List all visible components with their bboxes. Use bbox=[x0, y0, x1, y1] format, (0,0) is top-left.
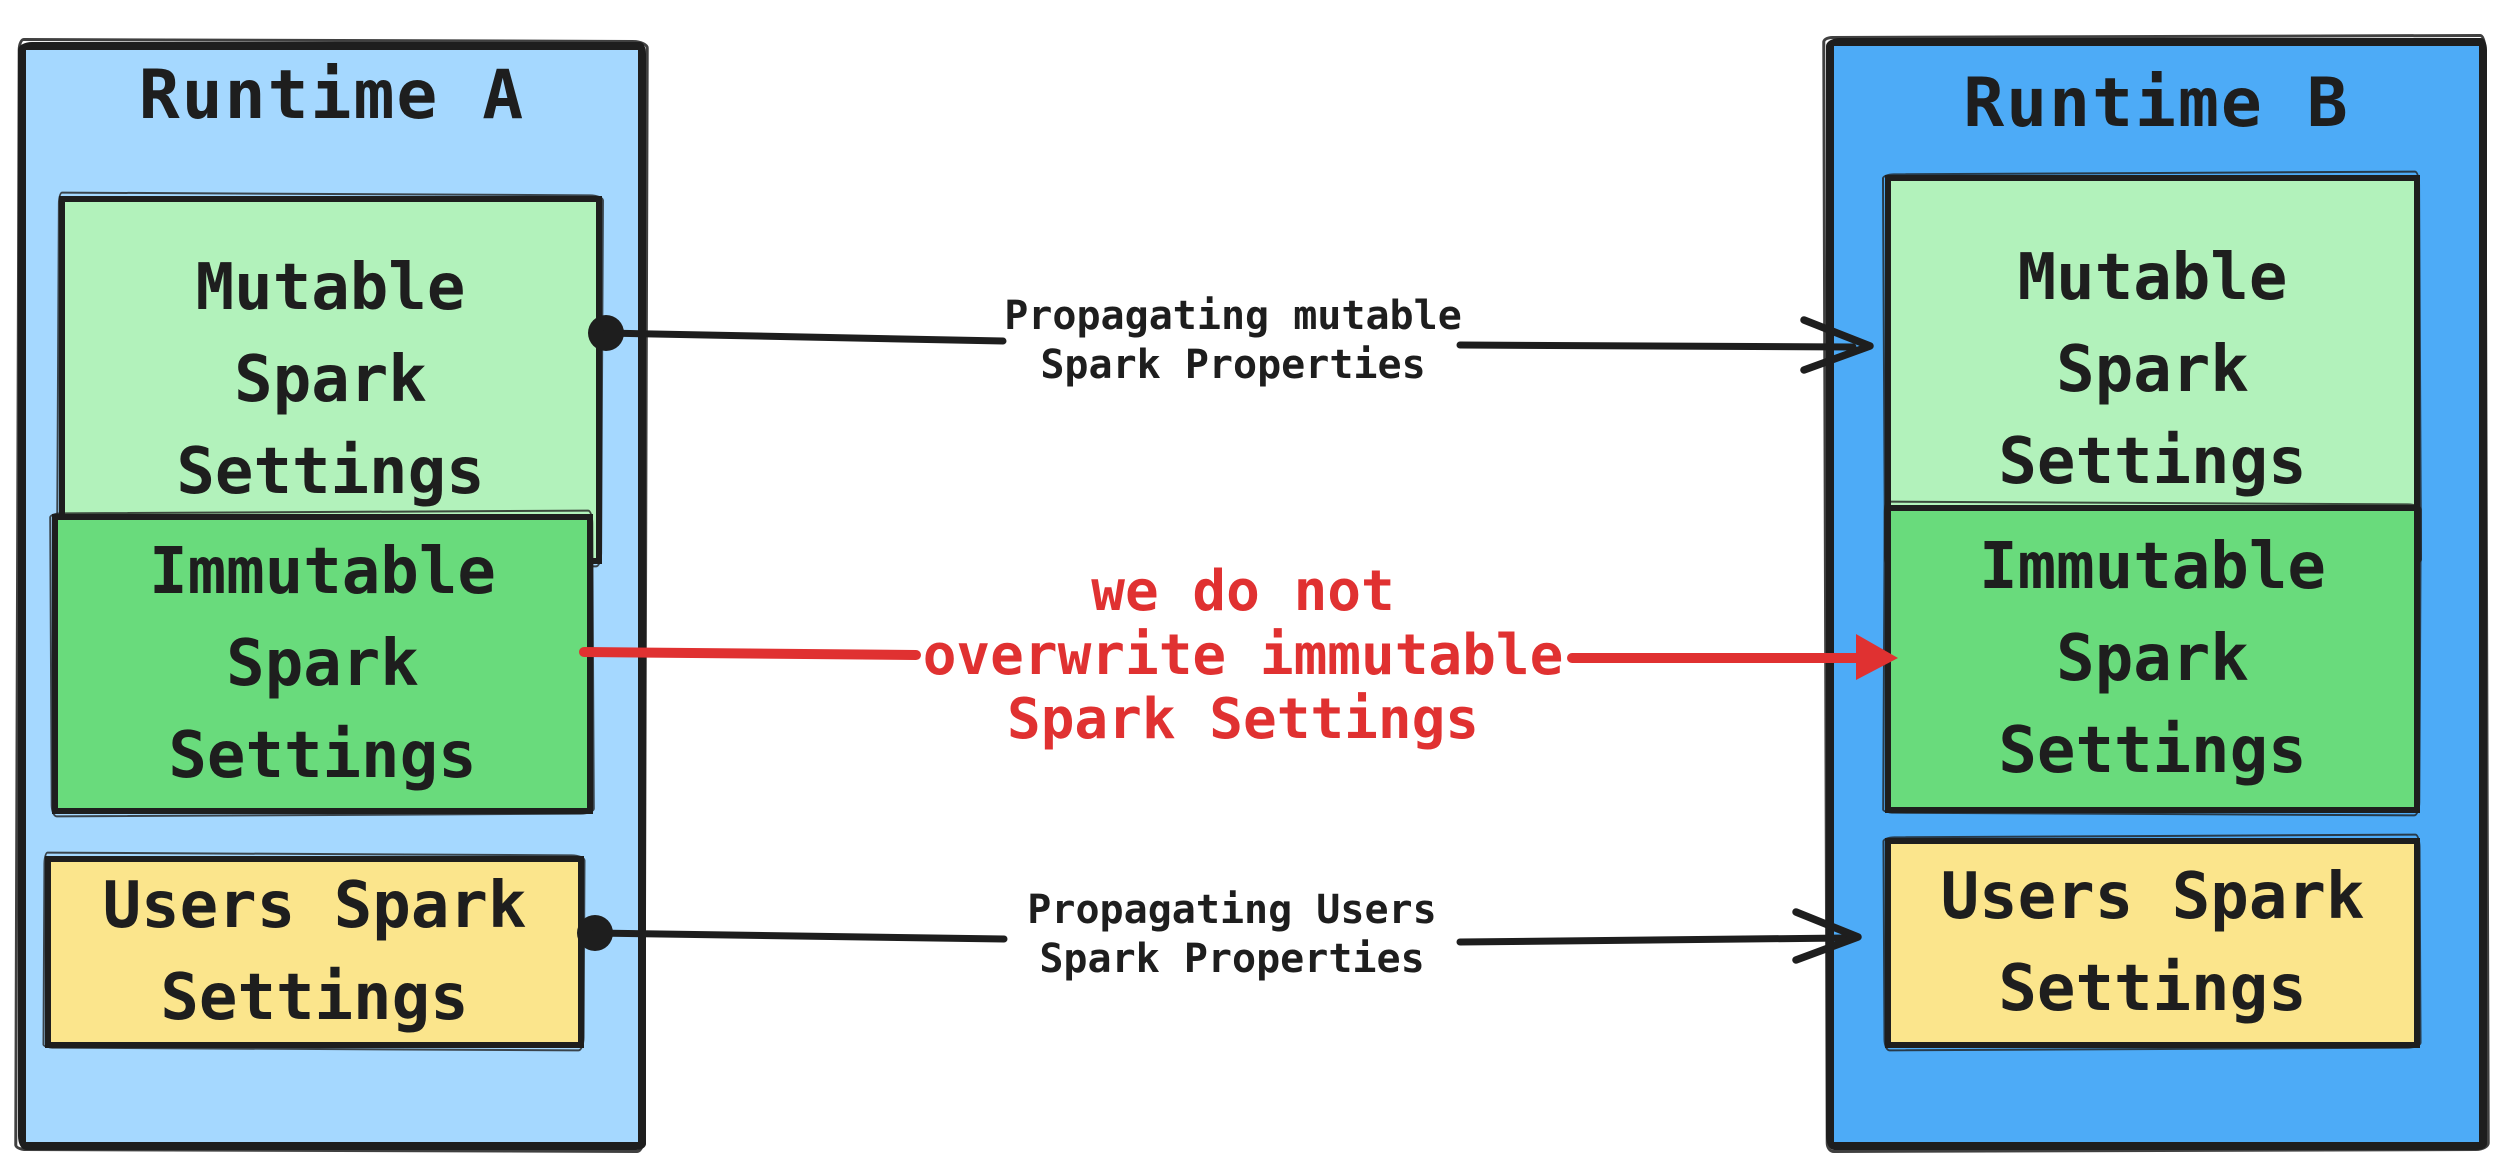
runtime-b-mutable-label: Mutable Spark Settings bbox=[1998, 240, 2307, 500]
runtime-b-users-box: Users Spark Settings bbox=[1885, 838, 2420, 1048]
runtime-b-immutable-label: Immutable Spark Settings bbox=[1979, 529, 2326, 789]
runtime-a-mutable-label: Mutable Spark Settings bbox=[176, 250, 485, 510]
runtime-a-users-label: Users Spark Settings bbox=[102, 868, 527, 1035]
runtime-a-immutable-label: Immutable Spark Settings bbox=[149, 534, 496, 794]
runtime-a-title: Runtime A bbox=[138, 56, 526, 135]
immutable-arrow-label: we do not overwrite immutable Spark Sett… bbox=[922, 559, 1564, 752]
runtime-a-mutable-box: Mutable Spark Settings bbox=[59, 196, 602, 564]
runtime-b-users-label: Users Spark Settings bbox=[1940, 859, 2365, 1026]
runtime-b-immutable-box: Immutable Spark Settings bbox=[1885, 505, 2420, 813]
runtime-b-title: Runtime B bbox=[1963, 64, 2350, 143]
users-arrow-label: Propagating Users Spark Properties bbox=[1027, 887, 1437, 982]
runtime-a-users-box: Users Spark Settings bbox=[45, 856, 584, 1048]
mutable-arrow-label: Propagating mutable Spark Properties bbox=[1004, 293, 1462, 388]
runtime-a-immutable-box: Immutable Spark Settings bbox=[52, 514, 593, 814]
